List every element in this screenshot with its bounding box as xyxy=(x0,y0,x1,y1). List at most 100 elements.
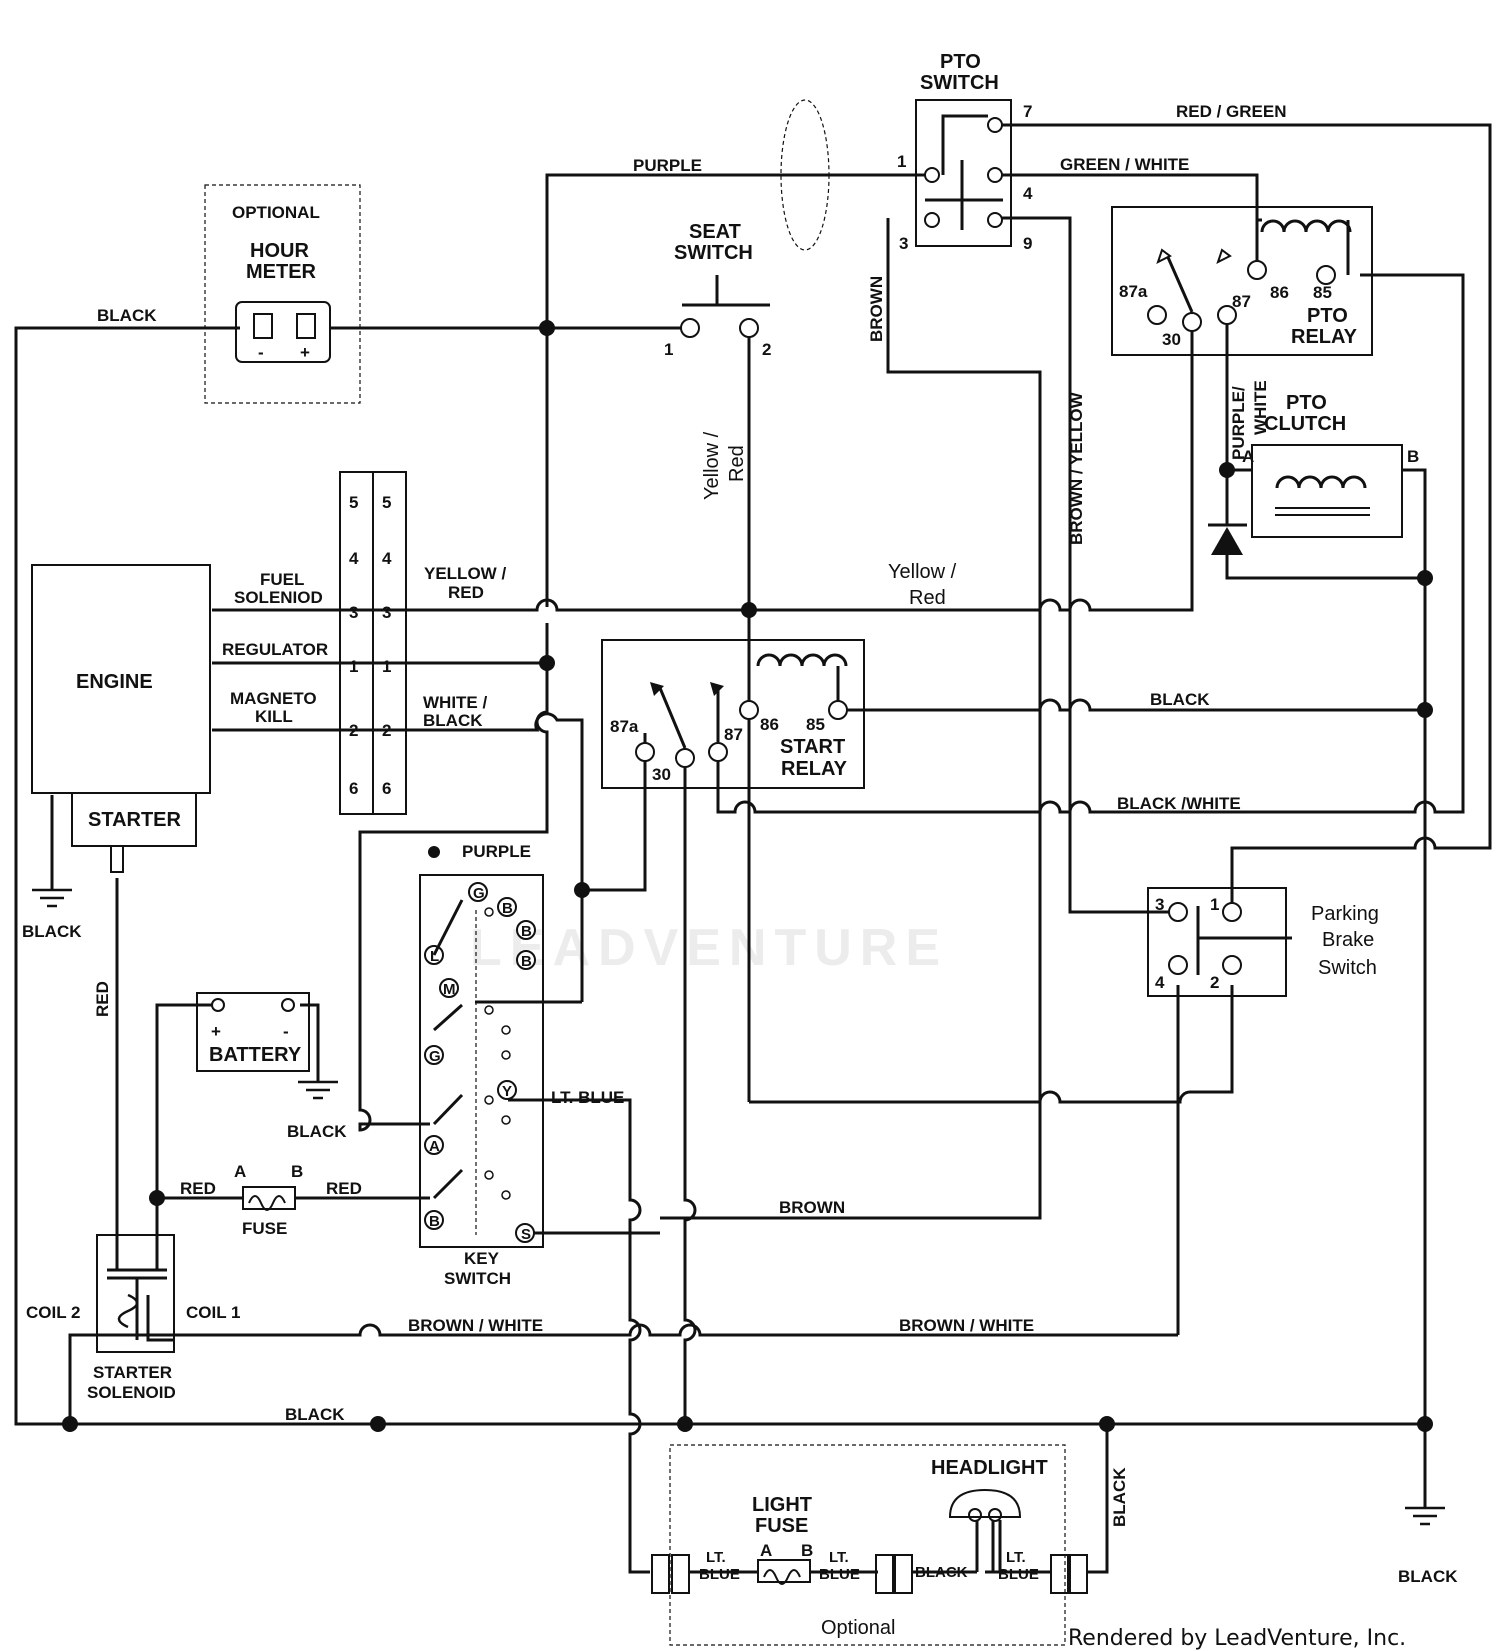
battery-label: BATTERY xyxy=(209,1044,302,1066)
pto-switch-label-1: PTO xyxy=(940,51,981,73)
pto-relay-87a: 87a xyxy=(1119,282,1148,301)
pto-clutch: PTO CLUTCH A B xyxy=(1208,392,1419,555)
start-relay-85: 85 xyxy=(806,715,825,734)
key-terminal-s: S xyxy=(521,1226,531,1243)
green-white-label: GREEN / WHITE xyxy=(1060,155,1189,174)
red-label-vertical: RED xyxy=(93,981,112,1017)
purple-label-top: PURPLE xyxy=(633,156,702,175)
starter-solenoid-label-2: SOLENOID xyxy=(87,1383,176,1402)
start-relay-label-1: START xyxy=(780,736,845,758)
pto-terminal-1: 1 xyxy=(897,152,906,171)
start-relay-30: 30 xyxy=(652,765,671,784)
lt-blue-c-2: BLUE xyxy=(998,1566,1039,1583)
green-white-wire xyxy=(1000,173,1259,270)
yellow-red-caps-1: YELLOW / xyxy=(424,564,506,583)
magneto-label-1: MAGNETO xyxy=(230,689,317,708)
coil2-label: COIL 2 xyxy=(26,1303,80,1322)
pin-2-right: 2 xyxy=(382,721,391,740)
battery-minus: - xyxy=(283,1022,289,1041)
headlight-icon xyxy=(948,1488,1022,1518)
brown-label-vertical: BROWN xyxy=(867,276,886,342)
brown-label-bottom: BROWN xyxy=(779,1198,845,1217)
pin-5-right: 5 xyxy=(382,493,391,512)
key-switch: G B B B L M G Y A B S KEY SWITCH xyxy=(419,874,544,1288)
fuel-label-2: SOLENIOD xyxy=(234,588,323,607)
pin-1-left: 1 xyxy=(349,657,358,676)
pto-relay-label-1: PTO xyxy=(1307,305,1348,327)
footer-credit: Rendered by LeadVenture, Inc. xyxy=(1068,1626,1406,1651)
purple-wire-top xyxy=(545,173,925,328)
fuel-label-1: FUEL xyxy=(260,570,304,589)
lt-blue-a-2: BLUE xyxy=(699,1566,740,1583)
wire-labels: BLACK PURPLE RED / GREEN GREEN / WHITE Y… xyxy=(22,102,1458,1586)
pto-switch: PTO SWITCH 7 1 4 3 9 xyxy=(897,51,1033,253)
parking-label-3: Switch xyxy=(1318,957,1377,979)
black-label-vertical: BLACK xyxy=(1110,1467,1129,1527)
light-fuse-b: B xyxy=(801,1541,813,1560)
lt-blue-c-1: LT. xyxy=(1006,1549,1026,1566)
brown-wire xyxy=(660,218,1042,1220)
black-label-mid: BLACK xyxy=(1150,690,1210,709)
starter-solenoid: COIL 2 COIL 1 STARTER SOLENOID xyxy=(26,1234,240,1402)
ground-symbols xyxy=(32,888,1445,1526)
pin-1-right: 1 xyxy=(382,657,391,676)
key-terminal-b2: B xyxy=(521,923,532,940)
pin-3-right: 3 xyxy=(382,603,391,622)
brown-white-label-right: BROWN / WHITE xyxy=(899,1316,1034,1335)
key-terminal-g1: G xyxy=(473,885,485,902)
pto-terminal-9: 9 xyxy=(1023,234,1032,253)
black-label-battery: BLACK xyxy=(287,1122,347,1141)
start-relay-86: 86 xyxy=(760,715,779,734)
fuse-terminal-a: A xyxy=(234,1162,246,1181)
pto-relay: 87a 30 87 86 85 PTO RELAY xyxy=(1111,206,1373,356)
seat-switch-label-2: SWITCH xyxy=(674,242,753,264)
junctions xyxy=(62,320,1433,1432)
parking-brake-switch: 3 1 4 2 Parking Brake Switch xyxy=(1147,887,1379,997)
hour-meter: OPTIONAL HOUR METER - + xyxy=(204,184,361,404)
black-label-bottom: BLACK xyxy=(285,1405,345,1424)
black-label-ground: BLACK xyxy=(1398,1567,1458,1586)
parking-label-2: Brake xyxy=(1322,929,1374,951)
yellow-red-mid-1: Yellow / xyxy=(888,561,957,583)
fuse: A B FUSE xyxy=(234,1162,303,1238)
pto-relay-30: 30 xyxy=(1162,330,1181,349)
starter-solenoid-label-1: STARTER xyxy=(93,1363,172,1382)
brown-white-bottom xyxy=(68,1323,1178,1424)
key-terminal-b3: B xyxy=(521,953,532,970)
key-terminal-b4: B xyxy=(429,1213,440,1230)
start-relay-30-down xyxy=(683,758,697,1424)
headlight-return xyxy=(1087,1424,1109,1574)
watermark: LEADVENTURE xyxy=(470,919,948,977)
yellow-red-mid-2: Red xyxy=(909,587,946,609)
pin-4-right: 4 xyxy=(382,549,392,568)
pto-clutch-label-1: PTO xyxy=(1286,392,1327,414)
pin-5-left: 5 xyxy=(349,493,358,512)
hour-meter-label-2: METER xyxy=(246,261,317,283)
parking-terminal-3: 3 xyxy=(1155,895,1164,914)
key-terminal-l: L xyxy=(430,948,439,965)
light-fuse-label-2: FUSE xyxy=(755,1515,808,1537)
seat-terminal-1: 1 xyxy=(664,340,673,359)
headlight-label: HEADLIGHT xyxy=(931,1457,1048,1479)
engine: ENGINE STARTER xyxy=(31,564,211,873)
ground-icon xyxy=(32,888,72,908)
black-label-headlight: BLACK xyxy=(915,1564,968,1581)
yellow-red-caps-2: RED xyxy=(448,583,484,602)
clutch-terminal-a: A xyxy=(1242,447,1254,466)
black-ground-bus xyxy=(14,326,1427,1508)
engine-pin-labels: FUEL SOLENIOD REGULATOR MAGNETO KILL xyxy=(222,570,328,726)
parking-label-1: Parking xyxy=(1311,903,1379,925)
engine-label: ENGINE xyxy=(76,671,153,693)
pin-4-left: 4 xyxy=(349,549,359,568)
key-switch-label-1: KEY xyxy=(464,1249,500,1268)
start-relay-black xyxy=(838,698,1425,712)
harness-marker xyxy=(780,99,830,251)
pin-2-left: 2 xyxy=(349,721,358,740)
pin-6-left: 6 xyxy=(349,779,358,798)
yellow-red-wire xyxy=(212,328,1194,612)
key-terminal-b1: B xyxy=(502,900,513,917)
diode-icon xyxy=(1211,527,1243,555)
ground-icon xyxy=(1405,1506,1445,1526)
hour-meter-minus: - xyxy=(258,343,264,362)
